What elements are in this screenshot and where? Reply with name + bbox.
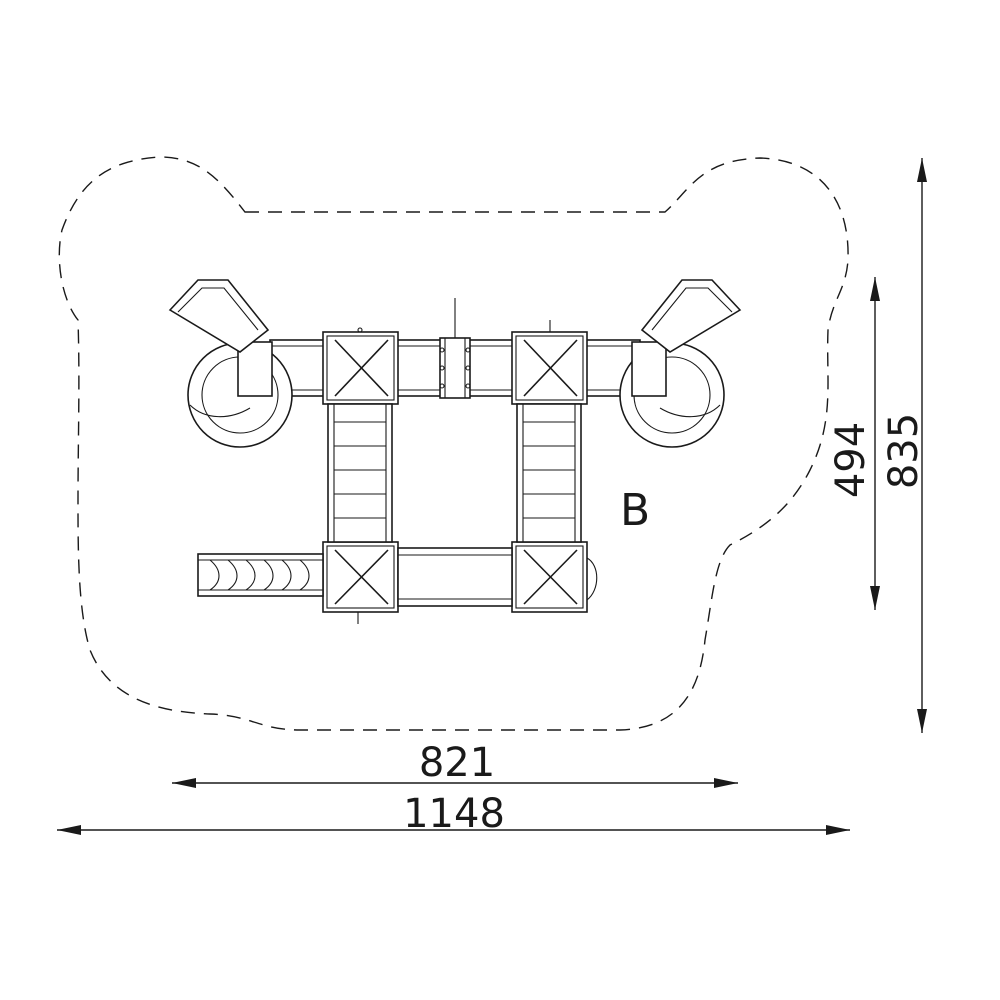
dimension-depth-total-label: 835 [881,413,927,489]
dimension-depth-equipment-label: 494 [828,422,874,498]
tower-top-right [511,320,588,405]
dimension-depth-equipment: 494 [828,277,880,610]
tower-bottom-left [322,541,399,624]
entry-steps-left [197,553,324,597]
spiral-slide-right [619,279,742,448]
dimension-width-total-label: 1148 [403,791,505,837]
safety-zone-outline [58,156,849,731]
zone-label: B [620,485,650,536]
tower-bottom-right [511,541,598,613]
bottom-bridge [397,547,513,607]
ladder-left [327,403,393,543]
ladder-right [516,403,582,543]
dimension-width-equipment: 821 [172,740,738,788]
dimension-width-total: 1148 [57,791,850,837]
dimension-width-equipment-label: 821 [419,740,495,786]
tower-top-left [322,327,399,405]
dimension-depth-total: 835 [881,158,927,733]
spiral-slide-left [168,279,293,448]
